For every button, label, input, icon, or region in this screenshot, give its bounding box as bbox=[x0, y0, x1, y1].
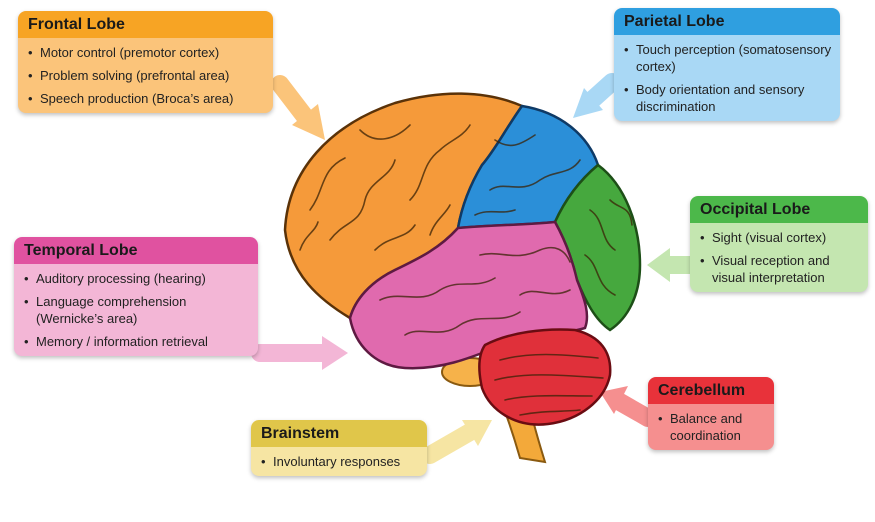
arrow-occipital bbox=[647, 248, 699, 282]
parietal-lobe-box: Parietal Lobe Touch perception (somatose… bbox=[614, 8, 840, 121]
cerebellum-item: Balance and coordination bbox=[658, 410, 766, 444]
frontal-item: Speech production (Broca’s area) bbox=[28, 90, 265, 107]
frontal-item: Problem solving (prefrontal area) bbox=[28, 67, 265, 84]
temporal-lobe-title: Temporal Lobe bbox=[14, 237, 258, 264]
arrow-cerebellum bbox=[600, 386, 657, 427]
gyri-texture bbox=[299, 124, 633, 416]
parietal-lobe-title: Parietal Lobe bbox=[614, 8, 840, 35]
occipital-item: Sight (visual cortex) bbox=[700, 229, 860, 246]
cerebellum-box: Cerebellum Balance and coordination bbox=[648, 377, 774, 450]
cerebellum-region bbox=[478, 328, 612, 426]
temporal-item: Language comprehension (Wernicke’s area) bbox=[24, 293, 250, 327]
occipital-lobe-box: Occipital Lobe Sight (visual cortex) Vis… bbox=[690, 196, 868, 292]
frontal-item: Motor control (premotor cortex) bbox=[28, 44, 265, 61]
occipital-item: Visual reception and visual interpretati… bbox=[700, 252, 860, 286]
temporal-item: Memory / information retrieval bbox=[24, 333, 250, 350]
occipital-lobe-title: Occipital Lobe bbox=[690, 196, 868, 223]
arrow-frontal bbox=[271, 75, 325, 140]
parietal-item: Body orientation and sensory discriminat… bbox=[624, 81, 832, 115]
brainstem-title: Brainstem bbox=[251, 420, 427, 447]
arrow-parietal bbox=[573, 73, 621, 118]
arrow-temporal bbox=[251, 336, 348, 370]
temporal-lobe-box: Temporal Lobe Auditory processing (heari… bbox=[14, 237, 258, 356]
brainstem-box: Brainstem Involuntary responses bbox=[251, 420, 427, 476]
temporal-item: Auditory processing (hearing) bbox=[24, 270, 250, 287]
frontal-lobe-box: Frontal Lobe Motor control (premotor cor… bbox=[18, 11, 273, 113]
frontal-lobe-title: Frontal Lobe bbox=[18, 11, 273, 38]
cerebellum-title: Cerebellum bbox=[648, 377, 774, 404]
brainstem-item: Involuntary responses bbox=[261, 453, 419, 470]
parietal-item: Touch perception (somatosensory cortex) bbox=[624, 41, 832, 75]
arrow-brainstem bbox=[421, 420, 492, 464]
